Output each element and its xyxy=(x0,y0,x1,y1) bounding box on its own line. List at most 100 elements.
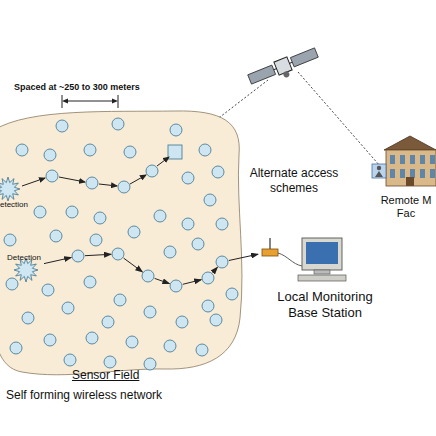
sensor-node xyxy=(202,272,214,284)
sensor-node xyxy=(146,165,158,177)
sensor-node xyxy=(84,144,96,156)
base-station: Local Monitoring Base Station xyxy=(258,234,392,324)
door xyxy=(406,177,414,186)
sensor-node xyxy=(199,144,211,156)
sensor-node xyxy=(104,356,116,368)
relay-segment xyxy=(124,258,143,272)
sensor-node xyxy=(34,206,46,218)
dimension-arrowhead xyxy=(112,99,118,104)
monitor-screen xyxy=(306,242,338,264)
dimension-tick xyxy=(62,95,63,108)
sensor-node xyxy=(6,278,18,290)
dimension-line xyxy=(66,101,114,102)
sensor-node xyxy=(94,212,106,224)
sensor-node xyxy=(142,270,154,282)
access-note: Alternate access schemes xyxy=(240,166,348,196)
spacing-note: Spaced at ~250 to 300 meters xyxy=(14,82,140,93)
sensor-node xyxy=(164,246,176,258)
antenna xyxy=(269,238,270,250)
field-title: Sensor Field xyxy=(72,368,139,382)
cable xyxy=(278,253,302,266)
detection-label: Detection xyxy=(4,253,44,263)
sensor-node xyxy=(126,336,138,348)
detection-event: Detection xyxy=(4,252,44,284)
sensor-node xyxy=(44,334,56,346)
sensor-node xyxy=(62,302,74,314)
sensor-node xyxy=(102,316,114,328)
relay-arrow xyxy=(22,178,45,186)
sensor-node xyxy=(44,149,56,161)
sensor-node xyxy=(202,300,214,312)
detection-burst xyxy=(0,177,20,201)
sensor-field: Sensor FieldSelf forming wireless networ… xyxy=(0,0,250,410)
satellite-body xyxy=(274,57,292,75)
sensor-node xyxy=(204,194,216,206)
window xyxy=(390,169,395,178)
sensor-node xyxy=(46,170,58,182)
sensor-node xyxy=(84,276,96,288)
relay-segment xyxy=(44,258,71,264)
monitor-stand xyxy=(314,270,330,274)
sensor-node xyxy=(86,332,98,344)
sensor-node xyxy=(154,210,166,222)
sensor-field-shape xyxy=(0,0,250,410)
window xyxy=(400,169,405,178)
sensor-node xyxy=(164,340,176,352)
sensor-node xyxy=(4,234,16,246)
dimension-marker xyxy=(62,95,118,108)
gateway-sensor xyxy=(168,145,182,159)
satellite-dish xyxy=(282,70,290,78)
downlink-dotted-line xyxy=(298,72,380,166)
sensor-node xyxy=(10,342,22,354)
detection-label: etection xyxy=(0,200,32,210)
sensor-node xyxy=(170,124,182,136)
facility-label: Remote M Fac xyxy=(376,194,436,220)
keyboard xyxy=(298,275,346,281)
sensor-node xyxy=(22,312,34,324)
detection-event: etection xyxy=(0,176,32,214)
sensor-node xyxy=(192,238,204,250)
sensor-node xyxy=(64,354,76,366)
sensor-node xyxy=(182,172,194,184)
sensor-node xyxy=(216,256,228,268)
relay-connector xyxy=(44,254,258,284)
relay-arrow xyxy=(130,175,146,184)
relay-segment xyxy=(229,254,258,260)
sensor-node xyxy=(118,181,130,193)
satellite-icon xyxy=(247,46,321,91)
relay-segment xyxy=(155,278,170,283)
relay-arrow xyxy=(157,157,169,166)
sensor-node xyxy=(212,166,224,178)
sensor-node xyxy=(128,226,140,238)
sensor-node xyxy=(170,280,182,292)
sensor-node xyxy=(216,218,228,230)
sensor-node xyxy=(86,177,98,189)
sensor-node xyxy=(66,206,78,218)
dimension-arrowhead xyxy=(62,99,68,104)
window xyxy=(420,169,425,178)
sensor-node xyxy=(210,314,222,326)
sensor-node xyxy=(16,144,28,156)
sensor-node xyxy=(112,248,124,260)
relay-arrow xyxy=(99,184,117,186)
solar-panel xyxy=(290,48,318,67)
sensor-node xyxy=(50,230,62,242)
roof xyxy=(384,136,436,150)
solar-panel xyxy=(248,65,276,84)
relay-arrow xyxy=(59,177,85,182)
window xyxy=(390,155,395,164)
sensor-node xyxy=(144,306,156,318)
monitor xyxy=(302,238,342,270)
building-wall xyxy=(386,150,436,186)
base-station-label: Local Monitoring Base Station xyxy=(265,289,385,320)
radio-modem xyxy=(262,249,278,256)
sensor-node xyxy=(226,288,238,300)
relay-segment xyxy=(183,280,201,285)
sensor-node xyxy=(176,316,188,328)
sensor-field-blob xyxy=(0,111,242,375)
operator-head xyxy=(377,166,381,170)
sensor-node xyxy=(182,218,194,230)
sensor-node xyxy=(112,118,124,130)
